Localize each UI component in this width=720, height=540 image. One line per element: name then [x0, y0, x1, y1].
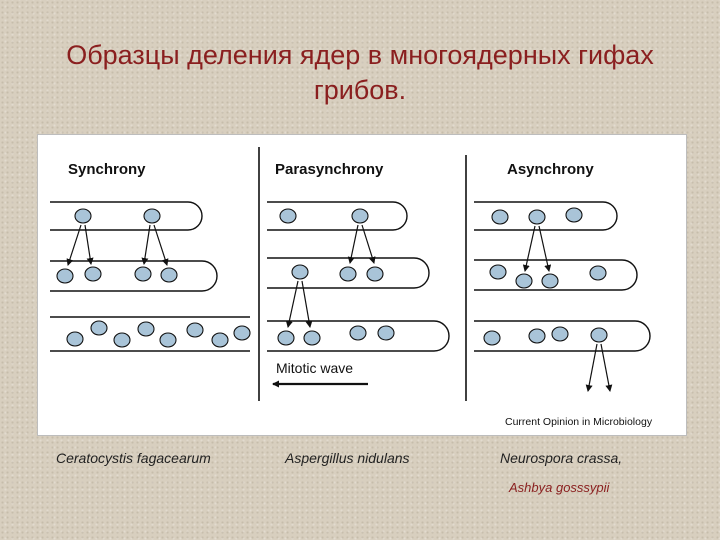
nucleus	[366, 266, 384, 282]
nucleus	[233, 325, 251, 341]
hypha	[267, 257, 430, 289]
nucleus	[160, 267, 178, 283]
synchrony-panel	[50, 201, 251, 352]
nucleus	[339, 266, 357, 282]
division-arrow	[522, 225, 536, 272]
hypha	[474, 201, 618, 231]
nucleus	[528, 209, 546, 225]
nucleus	[84, 266, 102, 282]
nucleus	[489, 264, 507, 280]
nucleus	[56, 268, 74, 284]
nucleus	[113, 332, 131, 348]
nucleus	[565, 207, 583, 223]
hypha	[267, 201, 408, 231]
nucleus	[137, 321, 155, 337]
division-arrow	[301, 280, 313, 328]
nucleus	[90, 320, 108, 336]
hypha	[474, 320, 651, 352]
nucleus	[551, 326, 569, 342]
division-arrow	[66, 224, 82, 266]
species-label-asynchrony-1: Neurospora crassa,	[500, 450, 623, 466]
division-arrow	[585, 343, 598, 392]
figure-credit: Current Opinion in Microbiology	[505, 416, 653, 428]
mitotic-wave-label: Mitotic wave	[276, 360, 353, 376]
nucleus	[66, 331, 84, 347]
division-arrow	[361, 224, 376, 264]
division-arrow	[285, 280, 299, 328]
species-label-asynchrony-2: Ashbya gosssypii	[509, 480, 610, 495]
panel-title-asynchrony: Asynchrony	[507, 161, 594, 178]
division-arrow	[538, 225, 552, 272]
nucleus	[279, 208, 297, 224]
asynchrony-panel	[474, 201, 651, 392]
hypha	[50, 201, 203, 231]
nucleus	[483, 330, 501, 346]
nucleus	[590, 327, 608, 343]
hypha	[474, 259, 638, 291]
nucleus	[589, 265, 607, 281]
slide-title: Образцы деления ядер в многоядерных гифа…	[0, 38, 720, 108]
nucleus	[159, 332, 177, 348]
nucleus	[528, 328, 546, 344]
division-arrow	[153, 224, 169, 266]
panel-title-synchrony: Synchrony	[68, 161, 146, 178]
nucleus	[349, 325, 367, 341]
figure-panel: Synchrony Parasynchrony Asynchrony	[37, 134, 687, 436]
division-diagram: Synchrony Parasynchrony Asynchrony	[50, 147, 653, 428]
parasynchrony-panel: Mitotic wave	[267, 201, 450, 388]
nucleus	[134, 266, 152, 282]
nucleus	[186, 322, 204, 338]
nucleus	[377, 325, 395, 341]
division-arrow	[347, 224, 359, 264]
nucleus	[491, 209, 509, 225]
division-arrow	[141, 224, 151, 265]
nucleus	[541, 273, 559, 289]
hypha	[50, 260, 218, 292]
nucleus	[351, 208, 369, 224]
nucleus	[277, 330, 295, 346]
slide-title-line-2: грибов.	[313, 75, 407, 105]
division-arrow	[84, 224, 94, 265]
species-label-parasynchrony: Aspergillus nidulans	[285, 450, 410, 466]
slide-title-line-1: Образцы деления ядер в многоядерных гифа…	[66, 40, 654, 70]
nucleus	[515, 273, 533, 289]
nucleus	[74, 208, 92, 224]
nucleus	[143, 208, 161, 224]
species-label-synchrony: Ceratocystis fagacearum	[56, 450, 211, 466]
division-arrow	[600, 343, 613, 392]
panel-title-parasynchrony: Parasynchrony	[275, 161, 384, 178]
nucleus	[211, 332, 229, 348]
nucleus	[303, 330, 321, 346]
hypha	[267, 320, 450, 352]
nucleus	[291, 264, 309, 280]
